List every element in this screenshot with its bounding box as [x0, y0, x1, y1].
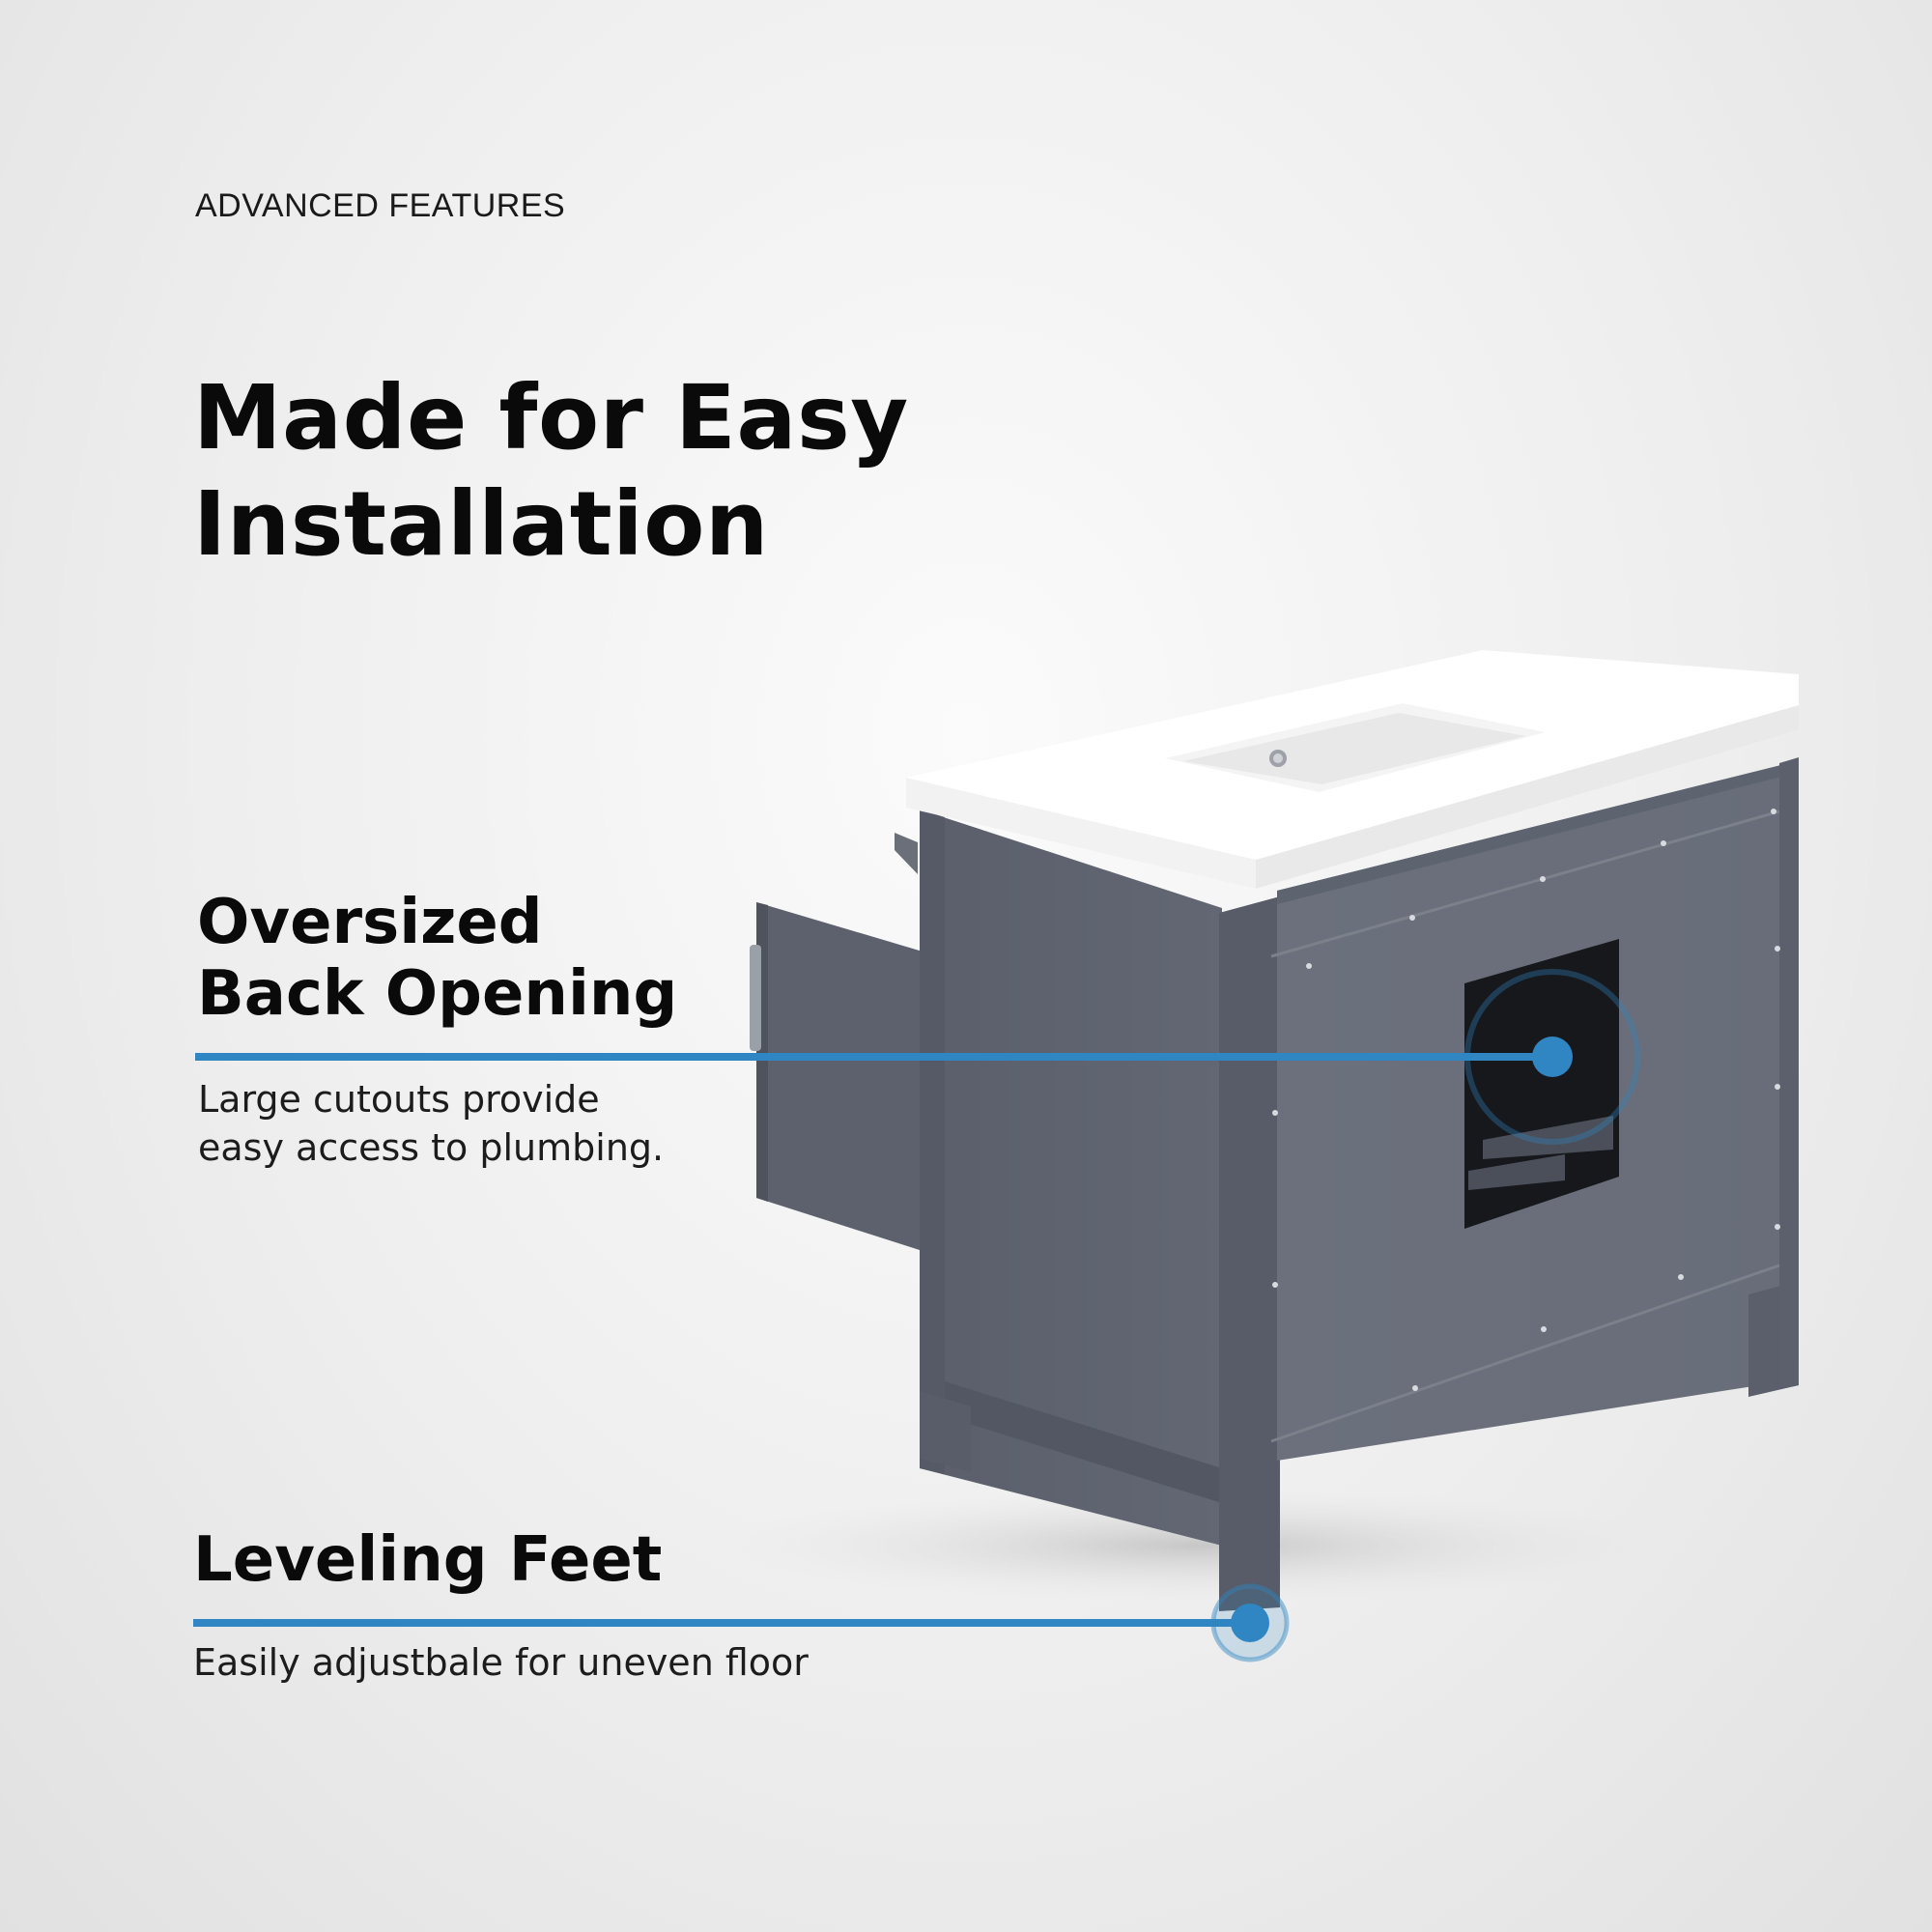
- eyebrow-label: ADVANCED FEATURES: [195, 187, 566, 224]
- corner-leg: [1219, 896, 1280, 1611]
- feature-desc-line-1: Large cutouts provide: [198, 1078, 600, 1121]
- page-title-line-1: Made for Easy: [193, 366, 909, 469]
- feature-title-leveling-feet: Leveling Feet: [193, 1524, 663, 1596]
- feature-title-back-opening: Oversized Back Opening: [197, 887, 777, 1030]
- page-title-line-2: Installation: [193, 472, 769, 576]
- cabinet-door: [756, 902, 923, 1251]
- callout-ring-back-opening: [1464, 969, 1640, 1145]
- callout-dot-back-opening: [1532, 1037, 1573, 1077]
- door-handle: [750, 945, 761, 1051]
- feature-title-line-1: Oversized: [197, 887, 543, 958]
- feature-desc-line-2: easy access to plumbing.: [198, 1126, 665, 1169]
- cabinet-side-panel: [920, 810, 1222, 1546]
- floor-shadow: [715, 1488, 1681, 1604]
- feature-desc-back-opening: Large cutouts provide easy access to plu…: [198, 1075, 797, 1172]
- page-title: Made for Easy Installation: [193, 365, 927, 578]
- callout-dot-leveling-feet: [1231, 1604, 1269, 1642]
- feature-title-line-2: Back Opening: [197, 958, 678, 1030]
- feature-desc-leveling-feet: Easily adjustbale for uneven floor: [193, 1641, 809, 1684]
- front-left-leg: [920, 1391, 971, 1472]
